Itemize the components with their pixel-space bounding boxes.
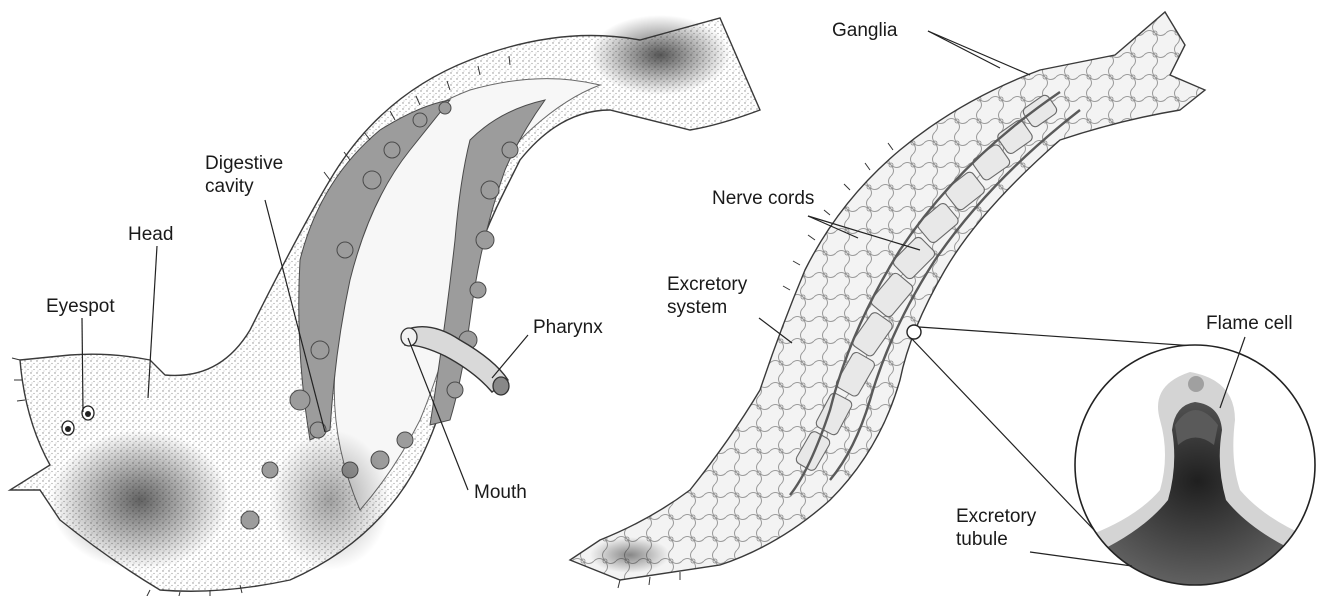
label-ganglia: Ganglia [832, 20, 898, 42]
label-pharynx: Pharynx [533, 317, 603, 339]
flame-cell-inset [912, 327, 1319, 596]
label-flame-cell: Flame cell [1206, 313, 1293, 335]
label-excretory-system-line1: Excretory [667, 274, 747, 296]
label-excretory-tubule-line1: Excretory [956, 506, 1036, 528]
label-excretory-system-line2: system [667, 297, 727, 319]
left-flatworm [10, 15, 760, 596]
label-nerve-cords: Nerve cords [712, 188, 814, 210]
label-eyespot: Eyespot [46, 296, 115, 318]
label-mouth: Mouth [474, 482, 527, 504]
label-digestive-cavity-line2: cavity [205, 176, 254, 198]
label-head: Head [128, 224, 173, 246]
flame-cell-locator [907, 325, 921, 339]
label-excretory-tubule-line2: tubule [956, 529, 1008, 551]
label-digestive-cavity-line1: Digestive [205, 153, 283, 175]
